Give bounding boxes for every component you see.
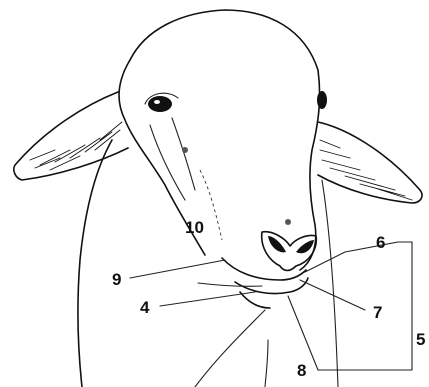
left-eye-highlight xyxy=(154,100,160,104)
right-eye xyxy=(317,91,327,109)
leader-4 xyxy=(160,292,255,306)
right-nostril xyxy=(296,240,314,253)
label-8: 8 xyxy=(297,361,306,380)
label-10: 10 xyxy=(185,218,204,237)
mouth-line xyxy=(198,283,262,286)
face-crease-left xyxy=(150,118,195,200)
leader-6 xyxy=(345,242,398,252)
neck-left xyxy=(78,140,112,387)
leader-9 xyxy=(130,260,225,278)
right-ear-shading xyxy=(320,140,412,200)
nose-mark xyxy=(285,219,291,225)
throat-line xyxy=(195,310,265,387)
head-outline xyxy=(130,10,320,270)
chin xyxy=(240,292,270,308)
label-5: 5 xyxy=(416,330,425,349)
label-6: 6 xyxy=(376,233,385,252)
right-ear xyxy=(318,122,422,203)
neck-right xyxy=(322,180,338,387)
label-9: 9 xyxy=(112,270,121,289)
left-ear xyxy=(14,92,128,180)
leader-8 xyxy=(288,296,318,370)
face-mark xyxy=(182,147,188,153)
label-4: 4 xyxy=(140,298,150,317)
left-eye xyxy=(148,96,172,112)
label-7: 7 xyxy=(373,303,382,322)
throat-line-2 xyxy=(265,340,268,387)
